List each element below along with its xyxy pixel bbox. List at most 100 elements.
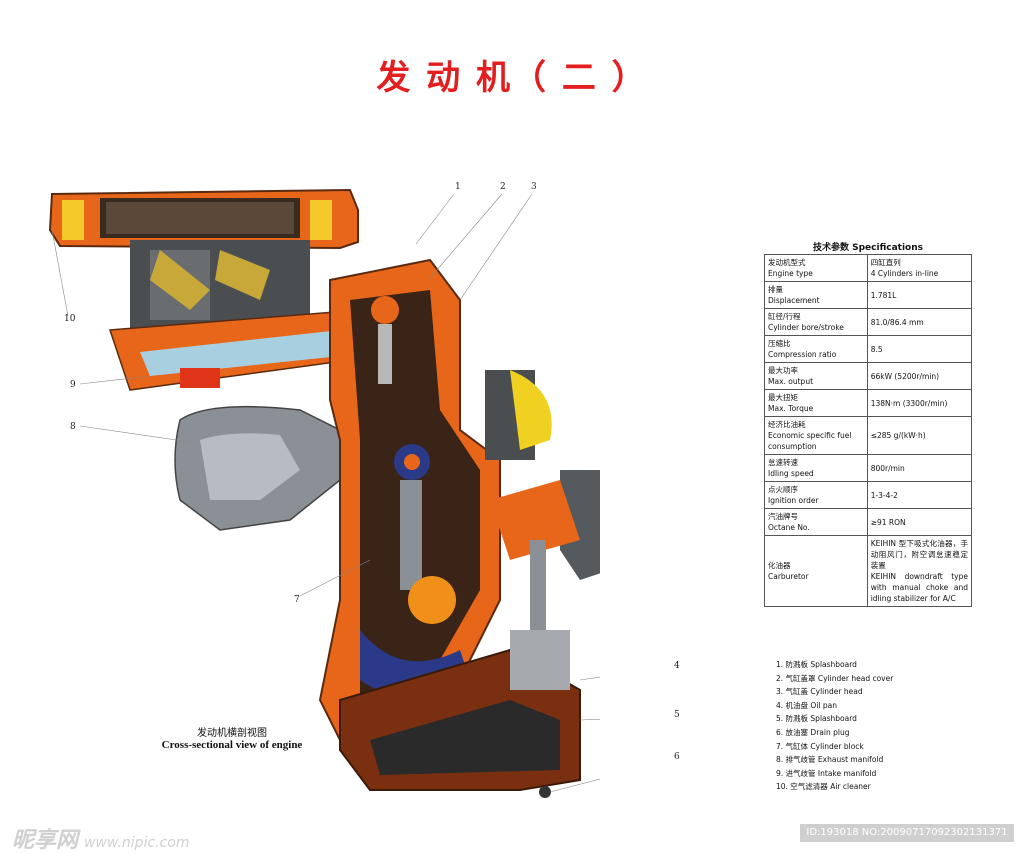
spec-label: 最大功率 Max. output [764, 362, 868, 390]
spec-label-cn: 压缩比 [768, 339, 791, 348]
legend-item: 8. 排气歧管 Exhaust manifold [776, 755, 884, 765]
callout-5: 5 [674, 710, 680, 720]
spec-value: 1-3-4-2 [866, 481, 973, 509]
spec-value: 1.781L [866, 281, 973, 309]
spec-value: 138N·m (3300r/min) [866, 389, 973, 417]
spec-label-cn: 最大扭矩 [768, 393, 798, 402]
callout-8: 8 [70, 422, 76, 432]
spec-label-cn: 最大功率 [768, 366, 798, 375]
spec-value-line: 800r/min [870, 463, 905, 473]
spec-label-cn: 怠速转速 [768, 458, 798, 467]
spec-label: 发动机型式 Engine type [764, 254, 868, 282]
legend-item: 3. 气缸盖 Cylinder head [776, 687, 863, 697]
spec-value-line: KEIHIN downdraft type with manual choke … [870, 572, 968, 603]
legend-item: 7. 气缸体 Cylinder block [776, 741, 864, 751]
spec-row: 最大扭矩 Max. Torque 138N·m (3300r/min) [764, 389, 973, 417]
spec-value: 66kW (5200r/min) [866, 362, 973, 390]
spec-value-line: 1-3-4-2 [870, 490, 898, 500]
spec-value: ≥91 RON [866, 508, 973, 536]
spec-row: 最大功率 Max. output 66kW (5200r/min) [764, 362, 973, 390]
spec-label: 压缩比 Compression ratio [764, 335, 868, 363]
spec-label-cn: 发动机型式 [768, 258, 806, 267]
spec-row: 汽油牌号 Octane No. ≥91 RON [764, 508, 973, 536]
callout-leader-lines [51, 193, 600, 793]
spec-row: 发动机型式 Engine type 四缸直列 4 Cylinders in-line [764, 254, 973, 282]
figure-caption: 发动机横剖视图 Cross-sectional view of engine [156, 724, 308, 751]
spec-label-en: Octane No. [768, 523, 810, 532]
spec-label-cn: 排量 [768, 285, 783, 294]
page-title: 发 动 机（ 二 ） [376, 58, 648, 98]
spec-value-line: 4 Cylinders in-line [870, 269, 939, 278]
legend-item: 1. 防溅板 Splashboard [776, 660, 857, 669]
spec-value-line: 81.0/86.4 mm [870, 317, 924, 327]
spec-value: 800r/min [866, 454, 973, 482]
spec-label-cn: 化油器 [768, 561, 791, 570]
exhaust-manifold [174, 405, 341, 531]
oil-pump [510, 540, 570, 690]
spec-label-cn: 汽油牌号 [768, 512, 798, 521]
spec-value-line: 138N·m (3300r/min) [870, 398, 948, 408]
engine-cross-section-illustration [48, 188, 600, 798]
spec-label: 怠速转速 Idling speed [764, 454, 868, 482]
callout-1: 1 [455, 182, 461, 192]
spec-label-cn: 经济比油耗 [768, 420, 806, 429]
spec-value-line: 四缸直列 [870, 258, 901, 267]
spec-label-en: Cylinder bore/stroke [768, 323, 844, 332]
callout-9: 9 [70, 380, 76, 390]
watermark-logo-text: 昵享网 [12, 828, 79, 853]
callout-7: 7 [294, 595, 300, 605]
spec-heading: 技术参数 Specifications [813, 243, 923, 253]
caption-cn: 发动机横剖视图 [197, 728, 267, 739]
spec-label-en: Engine type [768, 269, 813, 278]
spec-value: 81.0/86.4 mm [866, 308, 973, 336]
spec-value: ≤285 g/(kW·h) [866, 416, 973, 455]
spec-label-en: Carburetor [768, 572, 809, 581]
air-cleaner [48, 188, 359, 250]
spec-value-line: ≤285 g/(kW·h) [870, 431, 926, 440]
spec-row: 化油器 Carburetor KEIHIN 型下吸式化油器，手动阻风门，附空调怠速稳… [764, 535, 973, 607]
spec-value: 四缸直列 4 Cylinders in-line [866, 254, 973, 282]
distributor-and-filter [485, 370, 600, 580]
callout-3: 3 [531, 182, 537, 192]
spec-row: 怠速转速 Idling speed 800r/min [764, 454, 973, 482]
spec-label-en: Idling speed [768, 469, 814, 478]
spec-value-line: KEIHIN 型下吸式化油器，手动阻风门，附空调怠速稳定装置 [870, 539, 968, 570]
legend-item: 9. 进气歧管 Intake manifold [776, 768, 877, 778]
legend-item: 6. 放油塞 Drain plug [776, 727, 850, 737]
spec-value-line: ≥91 RON [870, 517, 906, 527]
spec-label-en: Max. Torque [768, 404, 814, 413]
spec-label: 最大扭矩 Max. Torque [764, 389, 868, 417]
callout-6: 6 [674, 752, 680, 762]
spec-label-en: Max. output [768, 377, 814, 386]
spec-label-en: Compression ratio [768, 350, 837, 359]
callout-10: 10 [64, 314, 76, 324]
callout-4: 4 [674, 661, 680, 671]
watermark-left: 昵享网 www.nipic.com [12, 822, 190, 854]
spec-label: 化油器 Carburetor [764, 535, 868, 607]
spec-label-cn: 缸径/行程 [768, 312, 801, 321]
parts-legend: 1. 防溅板 Splashboard 2. 气缸盖罩 Cylinder head … [776, 658, 893, 794]
spec-label: 汽油牌号 Octane No. [764, 508, 868, 536]
spec-label-cn: 点火顺序 [768, 485, 798, 494]
spec-value-line: 8.5 [870, 344, 883, 354]
callout-2: 2 [500, 182, 506, 192]
spec-value-line: 66kW (5200r/min) [870, 371, 940, 381]
watermark-url: www.nipic.com [84, 835, 190, 851]
legend-item: 10. 空气滤清器 Air cleaner [776, 782, 871, 792]
caption-en: Cross-sectional view of engine [161, 739, 303, 751]
spec-label: 点火顺序 Ignition order [764, 481, 868, 509]
carburetor [130, 240, 310, 330]
legend-item: 5. 防溅板 Splashboard [776, 714, 857, 724]
spec-value: 8.5 [866, 335, 973, 363]
spec-row: 点火顺序 Ignition order 1-3-4-2 [764, 481, 973, 509]
legend-item: 2. 气缸盖罩 Cylinder head cover [776, 673, 894, 683]
spec-row: 压缩比 Compression ratio 8.5 [764, 335, 973, 363]
spec-label-en: Ignition order [768, 496, 819, 505]
spec-value-line: 1.781L [870, 290, 897, 300]
